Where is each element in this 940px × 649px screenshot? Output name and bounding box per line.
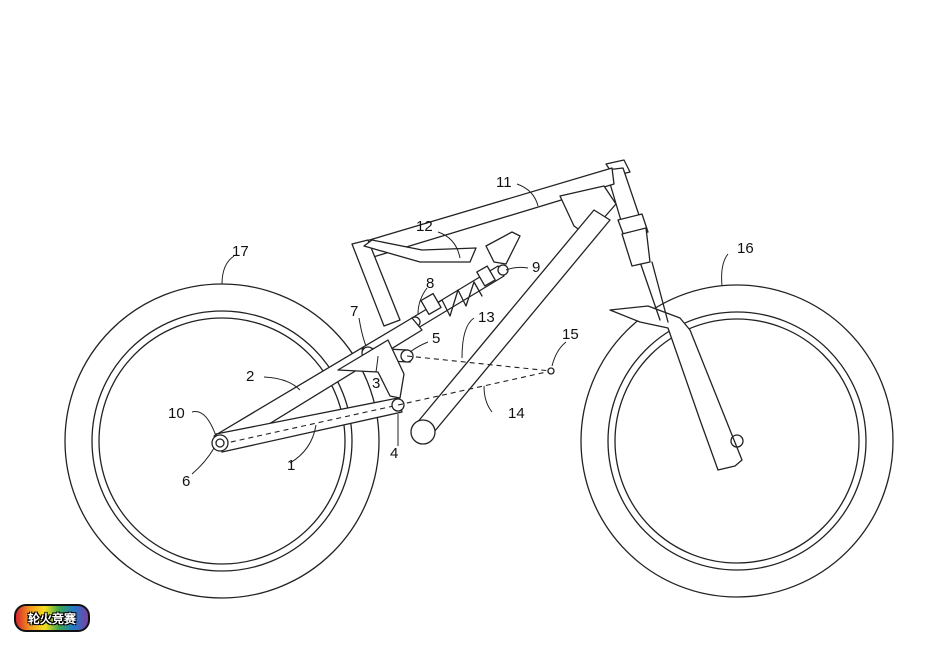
- label-8: 8: [426, 275, 434, 292]
- brand-logo-text: 轮火竞赛: [27, 611, 76, 626]
- label-5: 5: [432, 330, 440, 347]
- label-16: 16: [737, 240, 754, 257]
- label-11: 11: [496, 174, 512, 191]
- construction-lines: [397, 355, 555, 406]
- label-4: 4: [390, 445, 398, 462]
- label-17: 17: [232, 243, 249, 260]
- label-10: 10: [168, 405, 185, 422]
- label-14: 14: [508, 405, 525, 422]
- brand-logo: 轮火竞赛: [14, 604, 90, 632]
- label-6: 6: [182, 473, 190, 490]
- label-12: 12: [416, 218, 433, 235]
- rocker-plate: [337, 339, 405, 399]
- front-wheel: [580, 284, 894, 598]
- leader-lines: [191, 183, 729, 475]
- label-7: 7: [350, 303, 358, 320]
- reference-numerals: 1 2 3 4 5 6 7 8 9 10 11 12 13 14 15 16 1…: [168, 174, 754, 490]
- head-tube: [605, 159, 651, 267]
- main-frame: [351, 167, 617, 445]
- label-1: 1: [287, 457, 295, 474]
- label-15: 15: [562, 326, 579, 343]
- label-13: 13: [478, 309, 495, 326]
- front-fork: [609, 261, 744, 471]
- label-3: 3: [372, 375, 380, 392]
- label-9: 9: [532, 259, 540, 276]
- label-2: 2: [246, 368, 254, 385]
